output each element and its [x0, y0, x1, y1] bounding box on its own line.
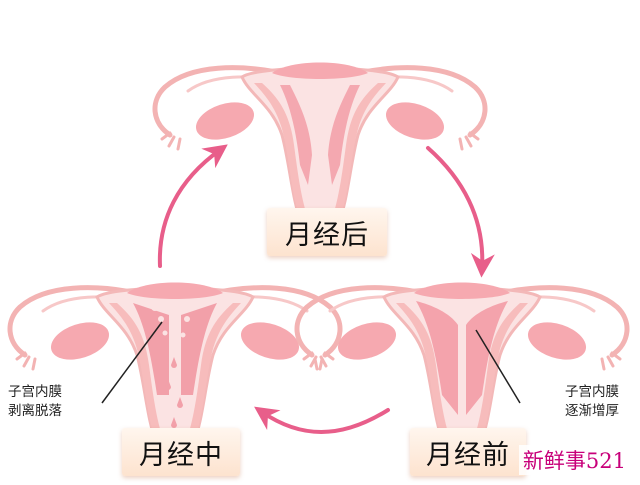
- annotation-line-left: [101, 321, 163, 404]
- cycle-arrow-bottom: [254, 406, 390, 434]
- annotation-right-line1: 子宫内膜: [565, 384, 619, 400]
- stage-label-after: 月经后: [267, 208, 387, 256]
- annotation-right: 子宫内膜 逐渐增厚: [565, 383, 619, 421]
- stage-label-before: 月经前: [410, 428, 526, 476]
- annotation-left-line2: 剥离脱落: [8, 403, 62, 419]
- uterus-during-menstruation: [10, 283, 340, 462]
- annotation-left: 子宫内膜 剥离脱落: [8, 383, 62, 421]
- uterus-before-menstruation: [297, 283, 627, 462]
- uterus-after-menstruation: [155, 63, 485, 242]
- annotation-line-right: [475, 329, 521, 404]
- annotation-right-line2: 逐渐增厚: [565, 403, 619, 419]
- annotation-left-line1: 子宫内膜: [8, 384, 62, 400]
- cycle-arrow-left: [157, 144, 228, 268]
- stage-label-during: 月经中: [122, 428, 240, 476]
- cycle-arrow-right: [426, 146, 495, 278]
- watermark: 新鲜事521: [518, 445, 630, 475]
